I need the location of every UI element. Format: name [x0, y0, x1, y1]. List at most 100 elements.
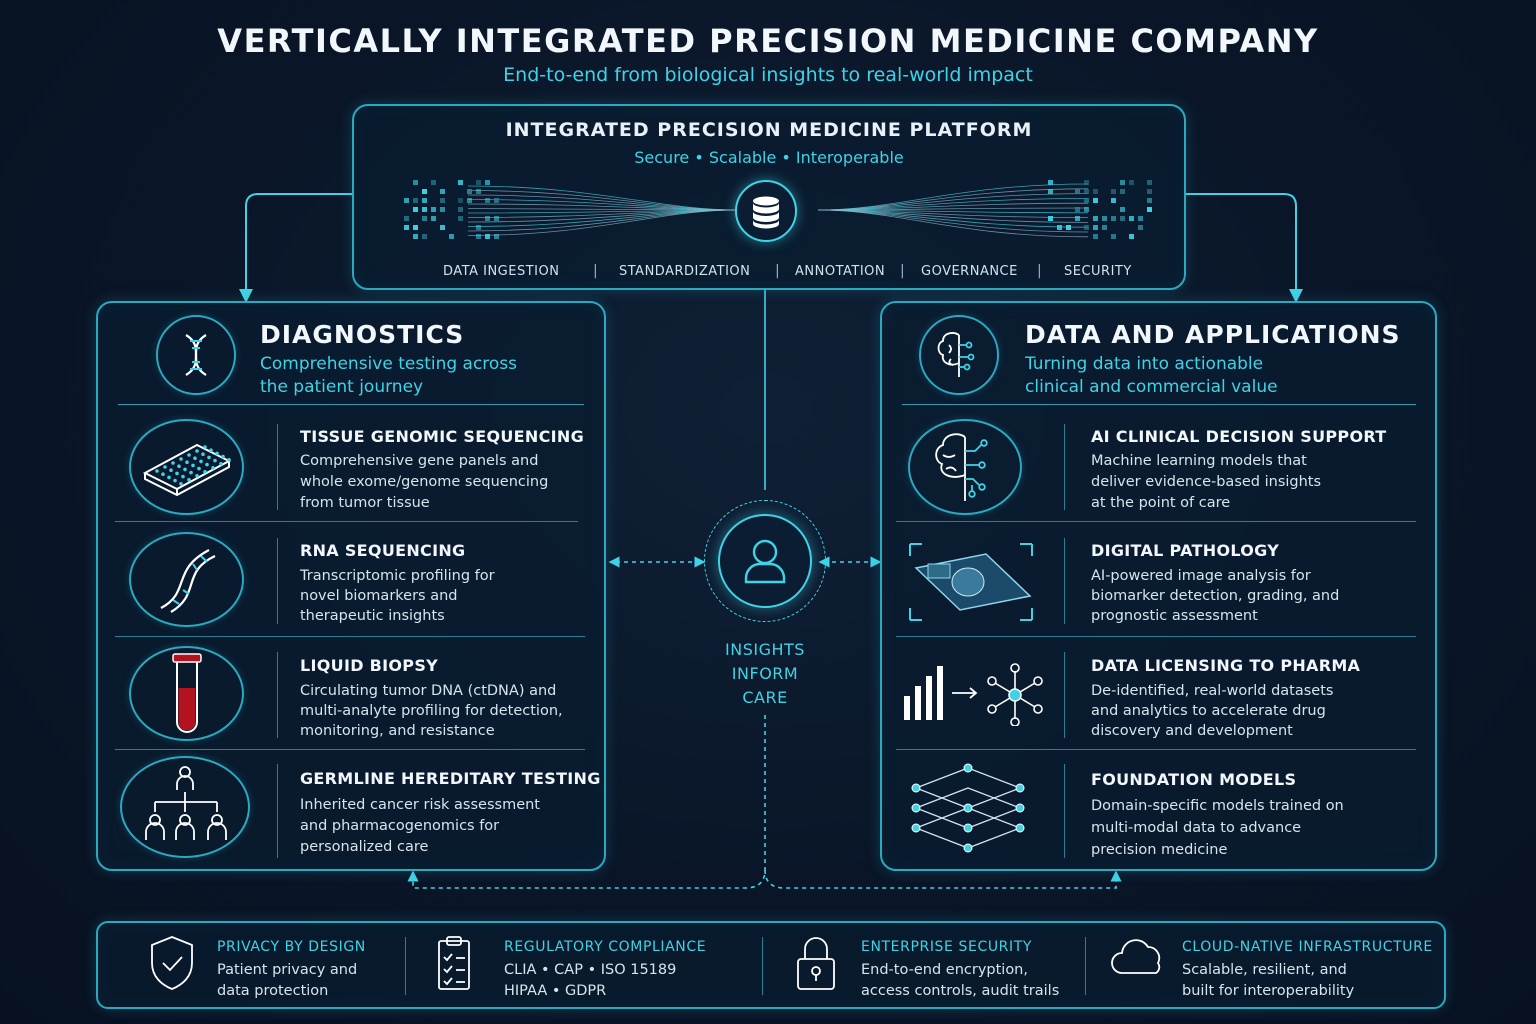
footer-desc-line: Scalable, resilient, and	[1182, 962, 1347, 978]
diagnostics-subtitle-line2: the patient journey	[260, 377, 424, 397]
data-item-desc: prognostic assessment	[1091, 608, 1258, 624]
platform-to-data-connector	[1186, 193, 1303, 303]
platform-feature-governance: GOVERNANCE	[921, 264, 1018, 279]
blood-tube-icon	[129, 646, 244, 741]
cloud-icon	[1108, 935, 1170, 979]
diagnostics-item-desc: multi-analyte profiling for detection,	[300, 703, 563, 719]
data-item-desc: and analytics to accelerate drug	[1091, 703, 1326, 719]
data-item-desc: AI-powered image analysis for	[1091, 568, 1311, 584]
divider	[115, 521, 578, 522]
footer-desc-line: access controls, audit trails	[861, 983, 1060, 999]
patient-node-ring	[704, 500, 826, 622]
diagnostics-title: DIAGNOSTICS	[260, 320, 465, 349]
family-tree-icon	[120, 756, 250, 858]
divider	[1085, 937, 1086, 995]
footer-item-title: CLOUD-NATIVE INFRASTRUCTURE	[1182, 939, 1433, 955]
data-network-icon	[900, 656, 1050, 727]
patient-icon	[718, 514, 812, 608]
divider	[896, 521, 1416, 522]
divider	[896, 749, 1416, 750]
data-item-desc: deliver evidence-based insights	[1091, 474, 1322, 490]
footer-item-title: PRIVACY BY DESIGN	[217, 939, 366, 955]
footer-item-title: REGULATORY COMPLIANCE	[504, 939, 707, 955]
feature-divider: |	[775, 263, 780, 279]
brain-section-icon	[919, 315, 999, 395]
platform-feature-standardization: STANDARDIZATION	[619, 264, 751, 279]
footer-desc-line: CLIA • CAP • ISO 15189	[504, 962, 677, 978]
diagnostics-item-desc: whole exome/genome sequencing	[300, 474, 549, 490]
divider	[277, 424, 278, 510]
checklist-icon	[434, 933, 474, 993]
padlock-icon	[794, 933, 838, 993]
diagnostics-item-title: RNA SEQUENCING	[300, 541, 466, 560]
footer-desc-line: End-to-end encryption,	[861, 962, 1028, 978]
foundation-bar	[96, 921, 1446, 1009]
layered-network-icon	[908, 760, 1028, 860]
platform-to-diagnostics-connector	[239, 193, 352, 303]
divider	[896, 636, 1416, 637]
footer-item-desc: CLIA • CAP • ISO 15189 HIPAA • GDPR	[504, 960, 676, 1002]
diagnostics-item-desc: personalized care	[300, 839, 429, 855]
divider	[115, 749, 585, 750]
platform-subtitle: Secure • Scalable • Interoperable	[634, 148, 904, 167]
data-item-desc: precision medicine	[1091, 842, 1228, 858]
divider	[1064, 652, 1065, 738]
diagnostics-item-desc: Inherited cancer risk assessment	[300, 797, 540, 813]
diagnostics-item-desc: Transcriptomic profiling for	[300, 568, 495, 584]
database-icon	[735, 180, 797, 242]
footer-desc-line: built for interoperability	[1182, 983, 1355, 999]
data-item-desc: De-identified, real-world datasets	[1091, 683, 1334, 699]
data-item-desc: multi-modal data to advance	[1091, 820, 1302, 836]
data-item-desc: Machine learning models that	[1091, 453, 1307, 469]
page-title: VERTICALLY INTEGRATED PRECISION MEDICINE…	[217, 22, 1319, 60]
divider	[118, 404, 584, 405]
footer-item-desc: Patient privacy and data protection	[217, 960, 357, 1002]
dna-helix-icon	[129, 532, 244, 627]
footer-desc-line: Patient privacy and	[217, 962, 358, 978]
data-item-title: AI CLINICAL DECISION SUPPORT	[1091, 427, 1387, 446]
divider	[902, 404, 1416, 405]
data-item-title: DIGITAL PATHOLOGY	[1091, 541, 1280, 560]
divider	[1064, 764, 1065, 858]
divider	[277, 538, 278, 624]
dna-section-icon	[156, 315, 236, 395]
data-applications-title: DATA AND APPLICATIONS	[1025, 320, 1401, 349]
data-item-desc: Domain-specific models trained on	[1091, 798, 1344, 814]
footer-item-title: ENTERPRISE SECURITY	[861, 939, 1033, 955]
diagnostics-item-title: GERMLINE HEREDITARY TESTING	[300, 769, 601, 788]
data-flow-graphic	[404, 180, 1152, 239]
divider	[1064, 538, 1065, 624]
diagnostics-item-title: LIQUID BIOPSY	[300, 656, 439, 675]
divider	[277, 764, 278, 858]
data-item-title: DATA LICENSING TO PHARMA	[1091, 656, 1361, 675]
feature-divider: |	[593, 263, 598, 279]
ai-brain-icon	[908, 419, 1022, 515]
divider	[1064, 424, 1065, 510]
platform-feature-security: SECURITY	[1064, 264, 1132, 279]
center-label-line: CARE	[742, 688, 788, 707]
diagnostics-item-desc: Circulating tumor DNA (ctDNA) and	[300, 683, 557, 699]
data-item-title: FOUNDATION MODELS	[1091, 770, 1297, 789]
center-feedback-connector-right	[764, 869, 1122, 889]
center-label-line: INSIGHTS	[725, 640, 805, 659]
data-item-desc: biomarker detection, grading, and	[1091, 588, 1340, 604]
footer-item-desc: Scalable, resilient, and built for inter…	[1182, 960, 1354, 1002]
platform-feature-annotation: ANNOTATION	[795, 264, 886, 279]
data-item-desc: at the point of care	[1091, 495, 1231, 511]
diagnostics-item-desc: Comprehensive gene panels and	[300, 453, 539, 469]
feature-divider: |	[900, 263, 905, 279]
shield-check-icon	[146, 933, 198, 993]
divider	[405, 937, 406, 995]
diagnostics-item-desc: and pharmacogenomics for	[300, 818, 500, 834]
data-item-desc: discovery and development	[1091, 723, 1293, 739]
diagnostics-item-title: TISSUE GENOMIC SEQUENCING	[300, 427, 585, 446]
platform-feature-data-ingestion: DATA INGESTION	[443, 264, 560, 279]
diagnostics-subtitle-line1: Comprehensive testing across	[260, 354, 518, 374]
insights-inform-care-label: INSIGHTS INFORM CARE	[705, 638, 825, 710]
microarray-chip-icon	[129, 419, 244, 515]
diagnostics-item-desc: novel biomarkers and	[300, 588, 458, 604]
page-subtitle: End-to-end from biological insights to r…	[503, 64, 1033, 86]
diagnostics-item-desc: from tumor tissue	[300, 495, 430, 511]
footer-desc-line: data protection	[217, 983, 329, 999]
